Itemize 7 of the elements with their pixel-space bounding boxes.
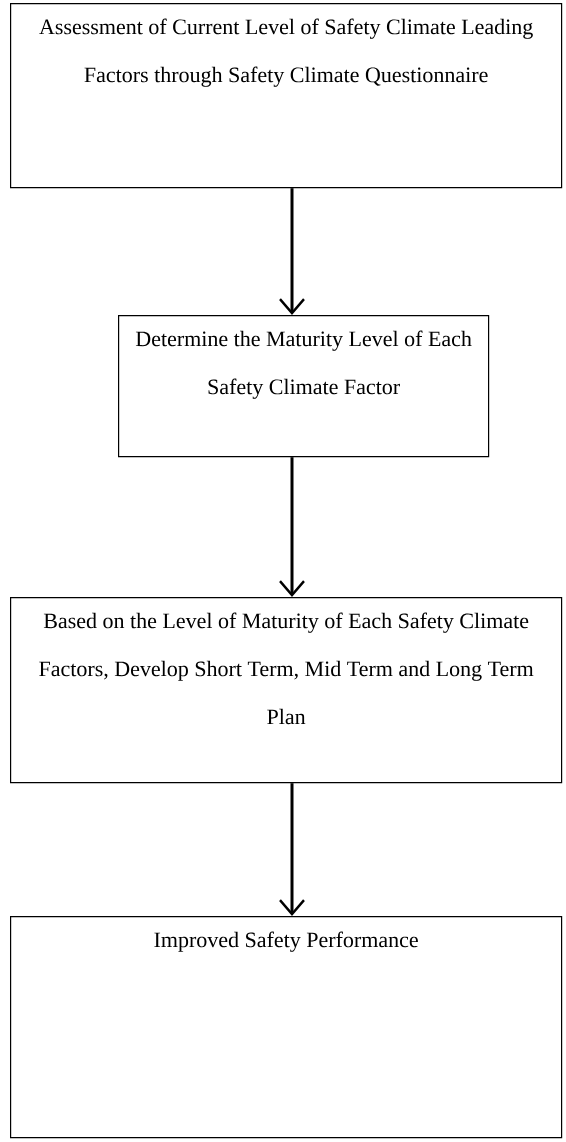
arrow (279, 188, 305, 315)
arrow (279, 457, 305, 597)
process-box: Determine the Maturity Level of Each Safety Climate Factor (118, 315, 490, 458)
process-box: Based on the Level of Maturity of Each Safety Climate Factors, Develop Short Term, Mid Term and Long Term Plan (10, 597, 563, 784)
process-box: Assessment of Current Level of Safety Climate Leading Factors through Safety Climate Questionnaire (10, 3, 563, 189)
process-box: Improved Safety Performance (10, 916, 563, 1139)
arrow (279, 783, 305, 916)
